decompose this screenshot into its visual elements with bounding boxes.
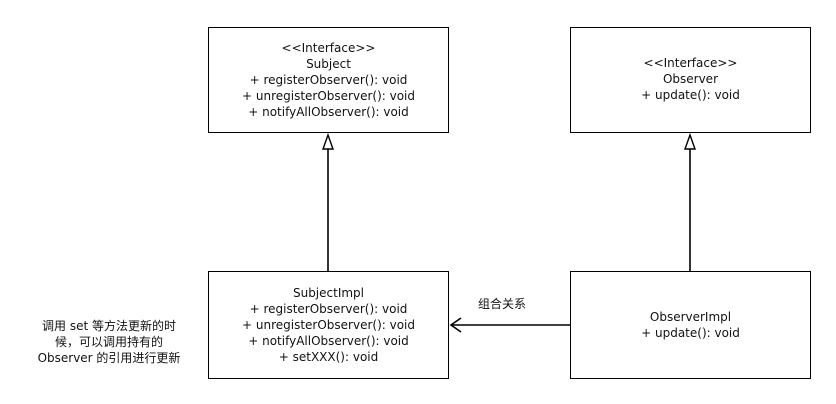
note-line-2: 候，可以调用持有的: [54, 335, 163, 349]
subject-method-unregister: + unregisterObserver(): void: [241, 89, 416, 103]
realization-arrowhead-subject: [322, 132, 334, 150]
observer-method-update: + update(): void: [641, 88, 740, 102]
subject-stereotype: <<Interface>>: [281, 41, 376, 55]
subject-method-notify: + notifyAllObserver(): void: [248, 105, 409, 119]
subject-interface-box[interactable]: <<Interface>> Subject + registerObserver…: [208, 27, 449, 133]
subject-method-register: + registerObserver(): void: [249, 73, 408, 87]
subject-name: Subject: [306, 57, 351, 71]
observer-impl-text: ObserverImpl + update(): void: [641, 309, 740, 341]
observer-name: Observer: [662, 72, 719, 86]
observer-interface-box[interactable]: <<Interface>> Observer + update(): void: [570, 27, 811, 133]
note-text: 调用 set 等方法更新的时 候，可以调用持有的 Observer 的引用进行更…: [20, 318, 198, 366]
association-label: 组合关系: [478, 297, 527, 311]
observer-impl-box[interactable]: ObserverImpl + update(): void: [570, 271, 811, 379]
note-line-1: 调用 set 等方法更新的时: [42, 319, 176, 333]
realization-arrowhead-observer: [684, 132, 696, 150]
subject-interface-text: <<Interface>> Subject + registerObserver…: [242, 40, 415, 120]
subject-impl-text: SubjectImpl + registerObserver(): void +…: [242, 285, 415, 365]
observer-stereotype: <<Interface>>: [643, 56, 738, 70]
subject-impl-method-unregister: + unregisterObserver(): void: [241, 318, 416, 332]
subject-impl-name: SubjectImpl: [292, 286, 365, 300]
subject-impl-box[interactable]: SubjectImpl + registerObserver(): void +…: [208, 271, 449, 379]
observer-impl-name: ObserverImpl: [649, 310, 732, 324]
subject-impl-method-notify: + notifyAllObserver(): void: [248, 334, 409, 348]
subject-impl-method-set: + setXXX(): void: [278, 350, 379, 364]
observer-impl-method-update: + update(): void: [641, 326, 740, 340]
subject-impl-method-register: + registerObserver(): void: [249, 302, 408, 316]
association-arrowhead: [449, 317, 462, 333]
note-line-3: Observer 的引用进行更新: [37, 351, 181, 365]
observer-interface-text: <<Interface>> Observer + update(): void: [641, 55, 740, 103]
